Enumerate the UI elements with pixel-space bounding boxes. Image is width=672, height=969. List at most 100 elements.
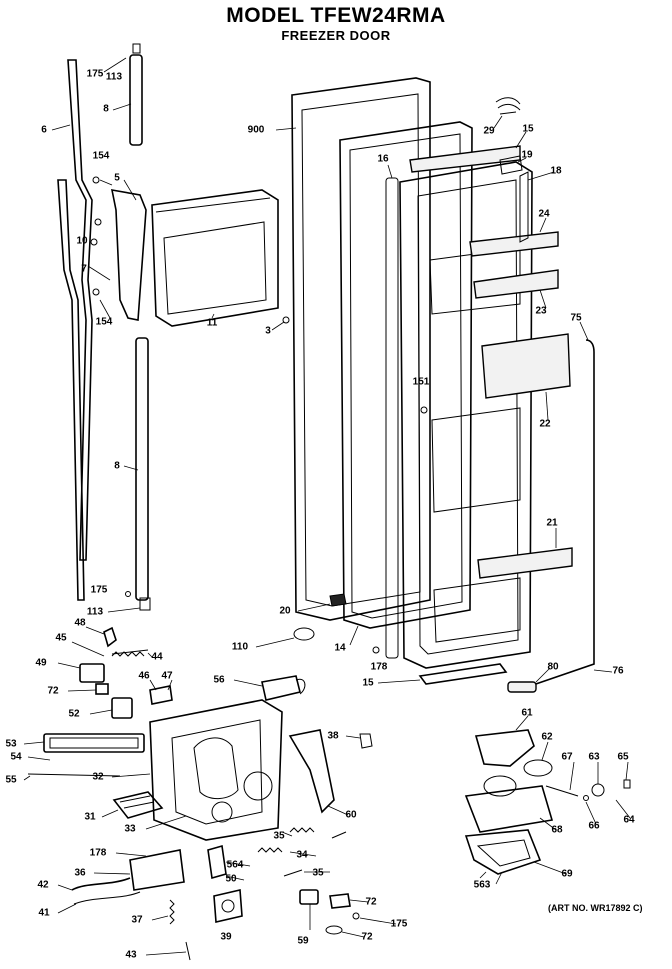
callout-c64: 64 (623, 815, 635, 826)
callout-c21: 21 (546, 518, 558, 529)
callout-c178b: 178 (90, 848, 107, 859)
solenoid (233, 675, 306, 701)
callout-c563: 563 (474, 880, 491, 891)
handle-trim-upper (103, 43, 143, 146)
callout-c15b: 15 (362, 678, 374, 689)
callout-c65: 65 (617, 752, 629, 763)
cold-control-housing (385, 164, 399, 659)
callout-c66: 66 (588, 821, 600, 832)
callout-c113b: 113 (87, 607, 104, 618)
callout-c60: 60 (345, 810, 357, 821)
door-gasket-strip-left (51, 59, 93, 601)
callout-c19: 19 (521, 150, 533, 161)
callout-c175b: 175 (91, 585, 108, 596)
callout-c7: 7 (81, 264, 87, 275)
fasteners-lower (299, 889, 397, 938)
callout-c53: 53 (5, 739, 17, 750)
callout-c72c: 72 (361, 932, 373, 943)
chute-door (464, 829, 567, 885)
hinge-bracket (87, 176, 147, 321)
callout-c151: 151 (413, 377, 430, 388)
bottom-trim (372, 406, 551, 693)
callout-c39: 39 (220, 932, 232, 943)
callout-c45: 45 (55, 633, 67, 644)
dispenser-rod (529, 321, 613, 687)
callout-c33: 33 (124, 824, 136, 835)
wire-harness (493, 97, 521, 129)
outer-door-panel (275, 77, 431, 621)
art-number: (ART NO. WR17892 C) (548, 903, 643, 913)
callout-c110: 110 (232, 642, 249, 653)
callout-c3: 3 (265, 326, 271, 337)
callout-c178a: 178 (371, 662, 388, 673)
callout-c23: 23 (535, 306, 547, 317)
shelf-bars (409, 131, 573, 579)
mounting-plate (57, 849, 243, 961)
callout-c6: 6 (41, 125, 47, 136)
callout-c15a: 15 (522, 124, 534, 135)
callout-c69: 69 (561, 869, 573, 880)
callout-c10: 10 (76, 236, 88, 247)
callout-c35b: 35 (312, 868, 324, 879)
callout-c154b: 154 (96, 317, 113, 328)
actuator-arm (288, 729, 373, 816)
callout-c34: 34 (296, 850, 308, 861)
dispenser-actuator-parts (57, 626, 173, 719)
callout-c52: 52 (68, 709, 80, 720)
callout-c59: 59 (297, 936, 309, 947)
cam-and-retainer (255, 593, 347, 648)
chute-motor-assembly (464, 761, 631, 833)
ice-chute (474, 715, 553, 777)
callout-c49: 49 (35, 658, 47, 669)
callout-c175a: 175 (87, 69, 104, 80)
callout-c29: 29 (483, 126, 495, 137)
door-gasket (339, 121, 473, 646)
callout-c61: 61 (521, 708, 533, 719)
callout-c36: 36 (74, 868, 86, 879)
callout-c564: 564 (227, 860, 244, 871)
callout-c76: 76 (612, 666, 624, 677)
callout-c56: 56 (213, 675, 225, 686)
callout-c72a: 72 (47, 686, 59, 697)
callout-c80: 80 (547, 662, 559, 673)
callout-c43: 43 (125, 950, 137, 961)
dispenser-cover-frame (151, 189, 290, 331)
callout-c37: 37 (131, 915, 143, 926)
callout-c24a: 24 (538, 209, 550, 220)
callout-c44: 44 (151, 652, 163, 663)
callout-c32: 32 (92, 772, 104, 783)
callout-c5: 5 (114, 173, 120, 184)
model-title: MODEL TFEW24RMA (226, 4, 446, 27)
callout-c63: 63 (588, 752, 600, 763)
dispenser-housing (145, 699, 283, 841)
handle-trim-lower (107, 337, 151, 613)
callout-c900: 900 (248, 125, 265, 136)
callout-c68: 68 (551, 825, 563, 836)
callout-c11: 11 (207, 318, 218, 329)
callout-c46: 46 (138, 671, 150, 682)
callout-c20: 20 (279, 606, 291, 617)
callout-c55: 55 (5, 775, 17, 786)
callout-c54: 54 (10, 752, 22, 763)
callout-c18: 18 (550, 166, 562, 177)
callout-c48: 48 (74, 618, 86, 629)
callout-c175c: 175 (391, 919, 408, 930)
callout-c42: 42 (37, 880, 49, 891)
section-title: FREEZER DOOR (281, 28, 391, 43)
drip-tray-and-cover (23, 733, 164, 819)
callout-c75: 75 (570, 313, 582, 324)
callout-c47: 47 (161, 671, 173, 682)
callout-c35a: 35 (273, 831, 285, 842)
callout-c72b: 72 (365, 897, 377, 908)
springs-and-pins (207, 827, 347, 881)
callout-c154a: 154 (93, 151, 110, 162)
callout-c8a: 8 (103, 104, 109, 115)
callout-c50: 50 (225, 874, 237, 885)
callout-c8b: 8 (114, 461, 120, 472)
callout-c38: 38 (327, 731, 339, 742)
callout-c22: 22 (539, 419, 551, 430)
callout-c31: 31 (84, 812, 96, 823)
